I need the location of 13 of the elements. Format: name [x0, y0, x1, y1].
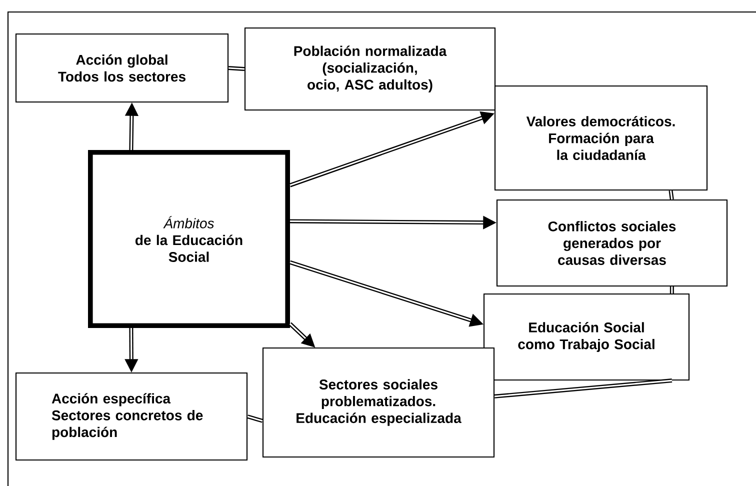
text-box: Valores democráticos. Formación para la ciudadanía	[494, 85, 708, 191]
text-box: Acción global Todos los sectores	[15, 33, 229, 103]
text-box: Población normalizada (socialización, ocio, ASC adultos)	[244, 27, 496, 111]
text-box: Sectores sociales problematizados. Educación especializada	[262, 347, 495, 458]
text-box: Educación Social como Trabajo Social	[483, 293, 690, 381]
connector-line	[246, 414, 264, 423]
connector-line	[494, 378, 672, 398]
text-box: Acción específica Sectores concretos de población	[15, 372, 248, 461]
connector-line	[228, 66, 245, 71]
text-box: Conflictos sociales generados por causas diversas	[496, 199, 728, 287]
connector-line	[670, 286, 674, 294]
main-box: Ámbitos de la Educación Social	[88, 150, 290, 328]
connector-line	[668, 190, 674, 200]
